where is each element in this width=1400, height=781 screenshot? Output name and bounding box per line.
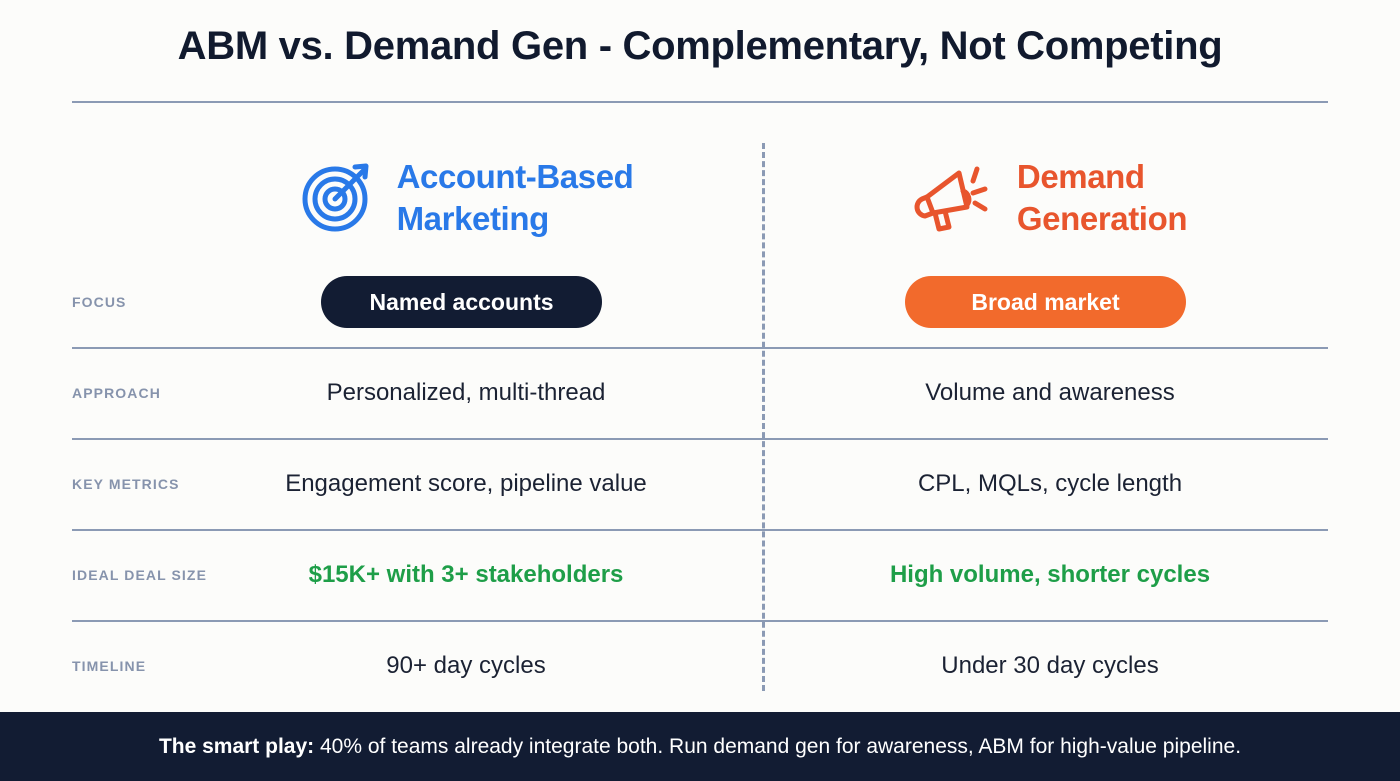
status-badge-broad-market: Broad market [905,276,1186,328]
column-title-abm-line2: Marketing [396,200,550,237]
bottom-banner-text: The smart play: 40% of teams already int… [159,735,1241,759]
cell-approach-abm: Personalized, multi-thread [326,379,606,406]
column-title-abm: Account-Based Marketing [397,156,634,240]
row-divider-2 [72,438,1328,440]
page-title: ABM vs. Demand Gen - Complementary, Not … [177,24,1223,68]
row-divider-3 [72,529,1328,531]
cell-approach-demand-gen: Volume and awareness [925,379,1175,406]
table-row-ideal-deal-size: IDEAL DEAL SIZE $15K+ with 3+ stakeholde… [72,530,1328,620]
megaphone-icon [913,157,997,240]
column-header-abm: Account-Based Marketing [196,143,736,253]
row-label-key-metrics: KEY METRICS [72,476,180,492]
cell-ideal-deal-size-abm: $15K+ with 3+ stakeholders [308,561,624,588]
row-divider-1 [72,347,1328,349]
column-title-dg-line1: Demand [1016,157,1145,195]
row-label-focus: FOCUS [72,294,127,310]
column-title-demand-gen: Demand Generation [1016,156,1188,240]
row-label-ideal-deal-size: IDEAL DEAL SIZE [72,567,208,583]
status-badge-named-accounts: Named accounts [321,276,602,328]
table-row-timeline: TIMELINE 90+ day cycles Under 30 day cyc… [72,621,1328,711]
cell-key-metrics-demand-gen: CPL, MQLs, cycle length [917,470,1183,497]
cell-timeline-abm: 90+ day cycles [386,652,546,679]
column-header-demand-gen: Demand Generation [800,143,1300,253]
row-divider-4 [72,620,1328,622]
column-title-dg-line2: Generation [1016,200,1188,237]
bottom-banner-body: 40% of teams already integrate both. Run… [314,734,1242,758]
title-divider [72,101,1328,103]
column-title-abm-line1: Account-Based [396,157,634,195]
target-bullseye-arrow-icon [299,157,377,240]
cell-key-metrics-abm: Engagement score, pipeline value [285,470,647,497]
cell-ideal-deal-size-demand-gen: High volume, shorter cycles [889,561,1211,588]
cell-timeline-demand-gen: Under 30 day cycles [941,652,1159,679]
bottom-banner-lead: The smart play: [158,734,315,758]
row-label-approach: APPROACH [72,385,161,401]
row-label-timeline: TIMELINE [72,658,147,674]
table-row-focus: FOCUS Named accounts Broad market [72,257,1328,347]
table-row-key-metrics: KEY METRICS Engagement score, pipeline v… [72,439,1328,529]
bottom-banner: The smart play: 40% of teams already int… [0,712,1400,781]
table-row-approach: APPROACH Personalized, multi-thread Volu… [72,348,1328,438]
column-dashed-divider [762,143,765,691]
